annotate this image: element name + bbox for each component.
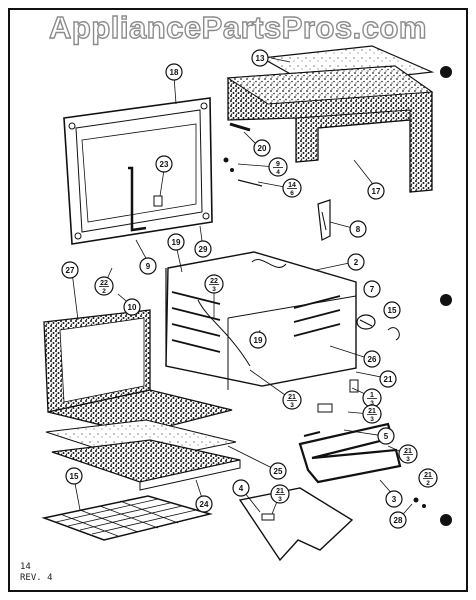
callout-number: 13 [256,54,265,63]
callout-number: 15 [388,306,397,315]
callout-c21b: 213 [282,390,302,410]
callout-quantity: 3 [212,286,216,293]
callout-c7: 7 [363,280,381,298]
callout-number: 21 [384,375,393,384]
callout-c17: 17 [367,182,385,200]
callout-number: 21 [368,408,376,415]
oven-liner [165,251,357,390]
callout-number: 21 [424,472,432,479]
callout-number: 9 [146,262,151,271]
callout-number: 4 [239,484,244,493]
callout-number: 3 [392,495,397,504]
page-number: 14 [20,562,31,572]
callout-number: 2 [354,258,359,267]
registration-dot [440,66,452,78]
callout-c23: 23 [155,155,173,173]
callout-c21a: 21 [379,370,397,388]
callout-c1: 13 [362,388,382,408]
callout-number: 17 [372,187,381,196]
callout-c28: 28 [389,511,407,529]
callout-c29: 29 [194,240,212,258]
callout-c22a: 222 [94,276,114,296]
callout-c18: 18 [165,63,183,81]
callout-number: 20 [258,144,267,153]
callout-c14a: 146 [282,178,302,198]
callout-c8: 8 [349,220,367,238]
door-hinge-hardware [223,122,263,187]
broil-element [238,487,354,562]
callout-number: 10 [128,303,137,312]
callout-c25: 25 [269,462,287,480]
callout-c27: 27 [61,261,79,279]
callout-c15b: 15 [65,467,83,485]
callout-number: 21 [404,448,412,455]
callout-quantity: 3 [290,402,294,409]
callout-quantity: 3 [370,416,374,423]
callout-number: 5 [384,432,389,441]
callout-c10: 10 [123,298,141,316]
callout-number: 28 [394,516,403,525]
callout-quantity: 3 [370,400,374,407]
callout-c21c: 213 [362,404,382,424]
callout-c21d: 213 [398,444,418,464]
registration-dot [440,294,452,306]
callout-number: 25 [274,467,283,476]
watermark: AppliancePartsPros.com [48,9,427,45]
callout-quantity: 4 [276,169,280,176]
callout-number: 15 [70,472,79,481]
callout-number: 22 [210,278,218,285]
callout-c21e: 212 [418,468,438,488]
cabinet-insulation-wrap [226,65,434,193]
callout-c19a: 19 [167,233,185,251]
callout-quantity: 6 [290,190,294,197]
callout-c3: 3 [385,490,403,508]
callout-number: 14 [288,182,296,189]
registration-dot [440,514,452,526]
element-clips [317,379,426,508]
callout-number: 19 [172,238,181,247]
callout-number: 19 [254,336,263,345]
oven-light-assembly [356,314,400,341]
callout-c15a: 15 [383,301,401,319]
callout-c2: 2 [347,253,365,271]
callout-c20: 20 [253,139,271,157]
callout-c5: 5 [377,427,395,445]
callout-quantity: 2 [426,480,430,487]
callout-number: 21 [288,394,296,401]
callout-c9a: 94 [268,157,288,177]
callout-number: 18 [170,68,179,77]
callout-number: 9 [276,161,280,168]
callout-c13: 13 [251,49,269,67]
callout-c21f: 213 [270,484,290,504]
latch-bracket [317,199,331,241]
callout-quantity: 3 [278,496,282,503]
callout-number: 29 [199,245,208,254]
callout-number: 26 [368,355,377,364]
callout-c22b: 223 [204,274,224,294]
bottom-insulation-box [43,309,233,435]
callout-quantity: 2 [102,288,106,295]
callout-number: 8 [356,225,361,234]
callout-number: 24 [200,500,209,509]
callout-number: 27 [66,266,75,275]
callout-number: 7 [370,285,375,294]
callout-number: 22 [100,280,108,287]
callout-c24: 24 [195,495,213,513]
callout-number: 23 [160,160,169,169]
callout-c19b: 19 [249,331,267,349]
callout-number: 21 [276,488,284,495]
callout-c4: 4 [232,479,250,497]
revision-label: REV. 4 [20,573,53,583]
oven-rack [41,495,213,541]
callout-c9b: 9 [139,257,157,275]
bottom-insulation-pad [51,439,241,491]
callout-quantity: 3 [406,456,410,463]
callout-number: 1 [370,392,374,399]
door-frame-panel [63,97,213,245]
callout-c26: 26 [363,350,381,368]
